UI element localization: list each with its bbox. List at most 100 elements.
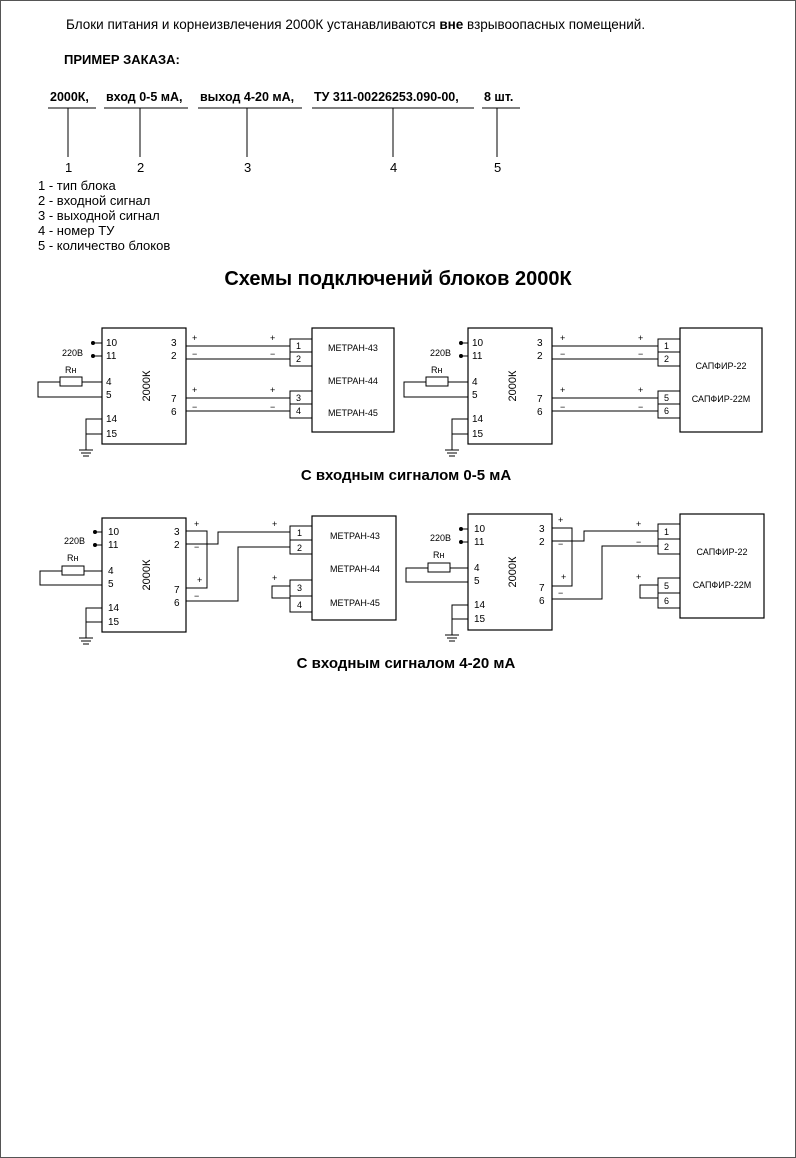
intro-post: взрывоопасных помещений. bbox=[463, 17, 646, 32]
device-model: САПФИР-22М bbox=[692, 394, 751, 404]
terminal-label: 5 bbox=[664, 393, 669, 403]
pin-label: 10 bbox=[108, 527, 120, 538]
wire-segment bbox=[186, 345, 290, 412]
wire-segment bbox=[85, 418, 102, 435]
scheme-0-5-metran: 2000К 220В 10 11 Rн 4 5 14 15 3 2 7 6 + … bbox=[37, 327, 395, 457]
pin-label: 11 bbox=[108, 540, 119, 551]
pin-label: 7 bbox=[174, 585, 180, 596]
field-number-3: 3 bbox=[244, 160, 252, 175]
pin-label: 3 bbox=[537, 338, 543, 349]
intro-bold: вне bbox=[439, 17, 464, 32]
device-metran bbox=[311, 515, 397, 621]
terminal-label: 4 bbox=[297, 600, 302, 610]
pin-label: 4 bbox=[474, 563, 480, 574]
legend-item: 2 - входной сигнал bbox=[38, 193, 151, 208]
pin-label: 4 bbox=[106, 377, 112, 388]
field-number-4: 4 bbox=[390, 160, 398, 175]
sign-plus: + bbox=[560, 333, 565, 343]
block-2000k bbox=[467, 327, 553, 445]
wire-segment bbox=[451, 418, 468, 435]
device-sapfir bbox=[679, 513, 765, 619]
sign-plus: + bbox=[272, 519, 277, 529]
block-2000k bbox=[101, 327, 187, 445]
block-2000k bbox=[467, 513, 553, 631]
caption-0-5: С входным сигналом 0-5 мА bbox=[300, 467, 512, 484]
order-field-output: выход 4-20 мА, bbox=[200, 90, 295, 104]
pin-label: 5 bbox=[106, 390, 112, 401]
example-title: ПРИМЕР ЗАКАЗА: bbox=[64, 52, 180, 67]
sign-minus: − bbox=[194, 542, 199, 552]
pin-label: 6 bbox=[171, 407, 177, 418]
sign-minus: − bbox=[560, 349, 565, 359]
pin-label: 14 bbox=[474, 600, 486, 611]
sign-minus: − bbox=[272, 542, 277, 552]
sign-plus: + bbox=[270, 385, 275, 395]
wire-segment bbox=[451, 604, 468, 620]
sign-plus: + bbox=[636, 519, 641, 529]
terminal-label: 2 bbox=[296, 354, 301, 364]
load-resistor bbox=[61, 565, 85, 576]
terminal-label: 3 bbox=[296, 393, 301, 403]
power-label: 220В bbox=[62, 348, 83, 358]
pin-label: 15 bbox=[108, 617, 120, 628]
sign-minus: − bbox=[270, 349, 275, 359]
pin-label: 10 bbox=[474, 524, 486, 535]
wire-segment bbox=[85, 607, 102, 623]
pin-label: 10 bbox=[106, 338, 118, 349]
pin-label: 15 bbox=[106, 429, 118, 440]
wire-segment bbox=[639, 584, 658, 599]
sign-plus: + bbox=[194, 519, 199, 529]
wire-segment bbox=[186, 531, 290, 545]
pin-label: 2 bbox=[537, 351, 543, 362]
load-label: Rн bbox=[67, 553, 78, 563]
load-resistor bbox=[427, 562, 451, 573]
pin-label: 10 bbox=[472, 338, 484, 349]
intro-pre: Блоки питания и корнеизвлечения 2000К ус… bbox=[66, 17, 440, 32]
pin-label: 3 bbox=[171, 338, 177, 349]
sign-minus: − bbox=[638, 349, 643, 359]
sign-minus: − bbox=[560, 402, 565, 412]
terminal-label: 2 bbox=[297, 543, 302, 553]
terminal-label: 2 bbox=[664, 354, 669, 364]
sign-minus: − bbox=[194, 591, 199, 601]
order-underlines bbox=[48, 107, 520, 157]
sign-minus: − bbox=[270, 402, 275, 412]
sign-minus: − bbox=[638, 402, 643, 412]
sign-minus: − bbox=[192, 402, 197, 412]
terminal-label: 5 bbox=[664, 581, 669, 591]
terminal-label: 2 bbox=[664, 542, 669, 552]
pin-label: 6 bbox=[174, 598, 180, 609]
scheme-0-5-sapfir: 2000К 220В 10 11 Rн 4 5 14 15 3 2 7 6 + … bbox=[403, 327, 763, 457]
sign-plus: + bbox=[638, 333, 643, 343]
pin-label: 15 bbox=[474, 614, 486, 625]
sign-plus: + bbox=[561, 572, 566, 582]
pin-label: 3 bbox=[174, 527, 180, 538]
terminal-label: 4 bbox=[296, 406, 301, 416]
sign-minus: − bbox=[558, 539, 563, 549]
terminal-label: 1 bbox=[664, 527, 669, 537]
pin-label: 2 bbox=[174, 540, 180, 551]
pin-label: 5 bbox=[108, 579, 114, 590]
terminal-label: 6 bbox=[664, 406, 669, 416]
load-label: Rн bbox=[65, 365, 76, 375]
pin-label: 5 bbox=[472, 390, 478, 401]
order-field-type: 2000К, bbox=[50, 90, 89, 104]
device-model: САПФИР-22 bbox=[696, 361, 747, 371]
legend-item: 5 - количество блоков bbox=[38, 238, 171, 253]
scheme-4-20-metran: 2000К 220В 10 11 Rн 4 5 14 15 3 2 7 6 + … bbox=[39, 515, 397, 645]
sign-minus: − bbox=[558, 588, 563, 598]
wire-segment bbox=[186, 546, 290, 602]
field-number-2: 2 bbox=[137, 160, 145, 175]
pin-label: 11 bbox=[472, 351, 483, 362]
power-label: 220В bbox=[430, 348, 451, 358]
wire-segment bbox=[552, 345, 658, 412]
order-field-spec: ТУ 311-00226253.090-00, bbox=[314, 90, 459, 104]
pin-label: 6 bbox=[539, 596, 545, 607]
pin-label: 2 bbox=[171, 351, 177, 362]
pin-label: 3 bbox=[539, 524, 545, 535]
legend-item: 3 - выходной сигнал bbox=[38, 208, 160, 223]
sign-plus: + bbox=[192, 385, 197, 395]
wire-segment bbox=[271, 585, 290, 599]
sign-plus: + bbox=[560, 385, 565, 395]
